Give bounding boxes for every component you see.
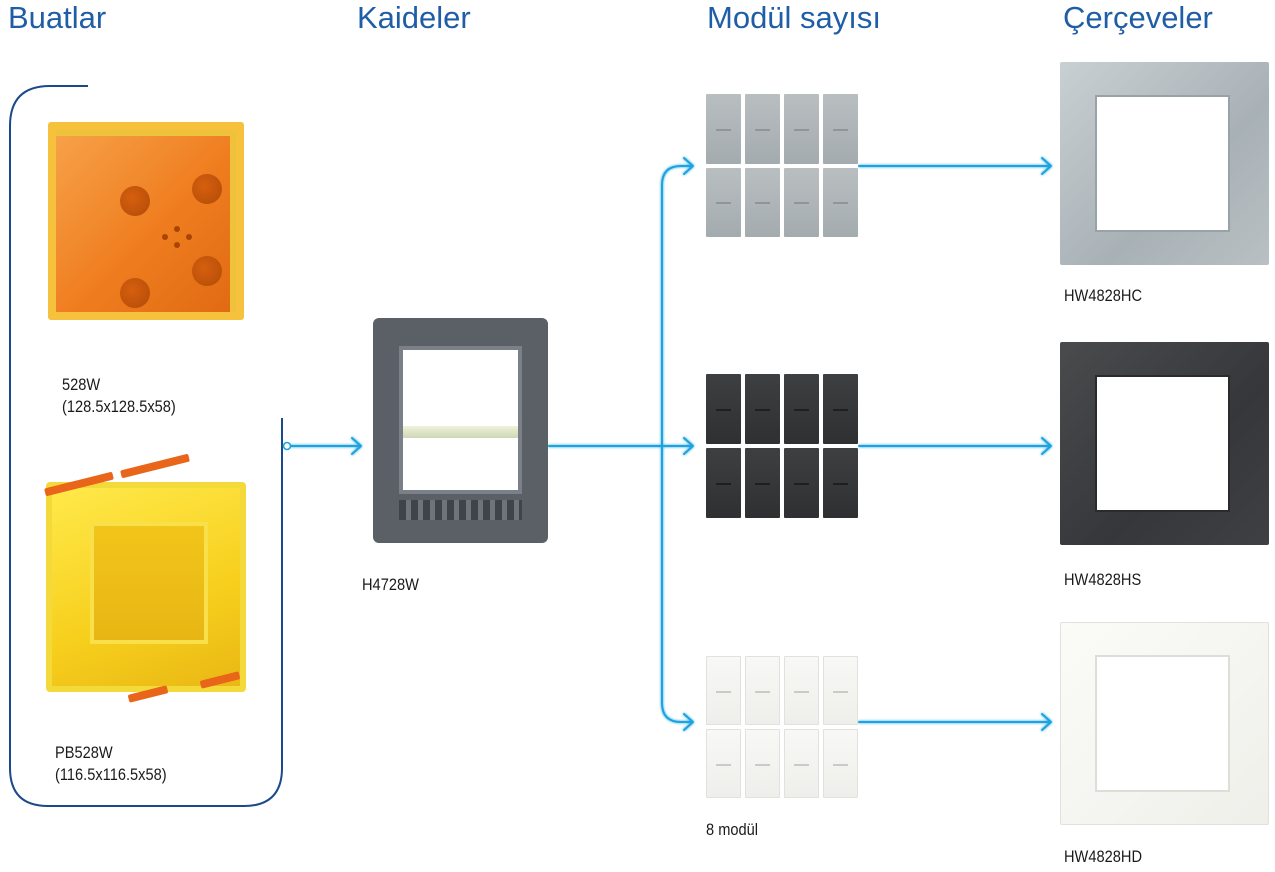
heading-modules: Modül sayısı xyxy=(707,0,882,35)
modules-caption: 8 modül xyxy=(706,820,759,839)
modules-dark-image xyxy=(706,374,858,518)
box-528w-code: 528W xyxy=(62,375,101,394)
branch-to-white xyxy=(661,445,693,723)
arrowhead-frame-hc xyxy=(1041,157,1052,175)
heading-boxes: Buatlar xyxy=(8,0,107,35)
frame-hs-image xyxy=(1060,342,1269,545)
frame-hd-code: HW4828HD xyxy=(1064,847,1143,866)
arrowhead-mod-dark xyxy=(683,437,694,455)
boxes-bracket xyxy=(9,85,283,807)
support-h4728w-image xyxy=(373,318,548,543)
box-pb528w-code: PB528W xyxy=(55,743,113,762)
modules-grey-image xyxy=(706,94,858,237)
box-pb528w-image xyxy=(46,482,246,692)
heading-frames: Çerçeveler xyxy=(1063,0,1213,35)
branch-to-grey xyxy=(661,165,693,447)
box-528w-dims: (128.5x128.5x58) xyxy=(62,397,176,416)
support-code: H4728W xyxy=(362,575,419,594)
box-pb528w-dims: (116.5x116.5x58) xyxy=(55,765,167,784)
modules-white-image xyxy=(706,656,858,798)
arrowhead-frame-hd xyxy=(1041,713,1052,731)
frame-hc-code: HW4828HC xyxy=(1064,286,1143,305)
frame-hs-code: HW4828HS xyxy=(1064,570,1142,589)
arrowhead-support xyxy=(351,437,362,455)
heading-supports: Kaideler xyxy=(357,0,471,35)
box-528w-image xyxy=(48,122,244,320)
arrowhead-mod-white xyxy=(683,713,694,731)
frame-hd-image xyxy=(1060,622,1269,825)
arrowhead-frame-hs xyxy=(1041,437,1052,455)
junction-dot xyxy=(282,441,292,451)
frame-hc-image xyxy=(1060,62,1269,265)
arrowhead-mod-grey xyxy=(683,157,694,175)
